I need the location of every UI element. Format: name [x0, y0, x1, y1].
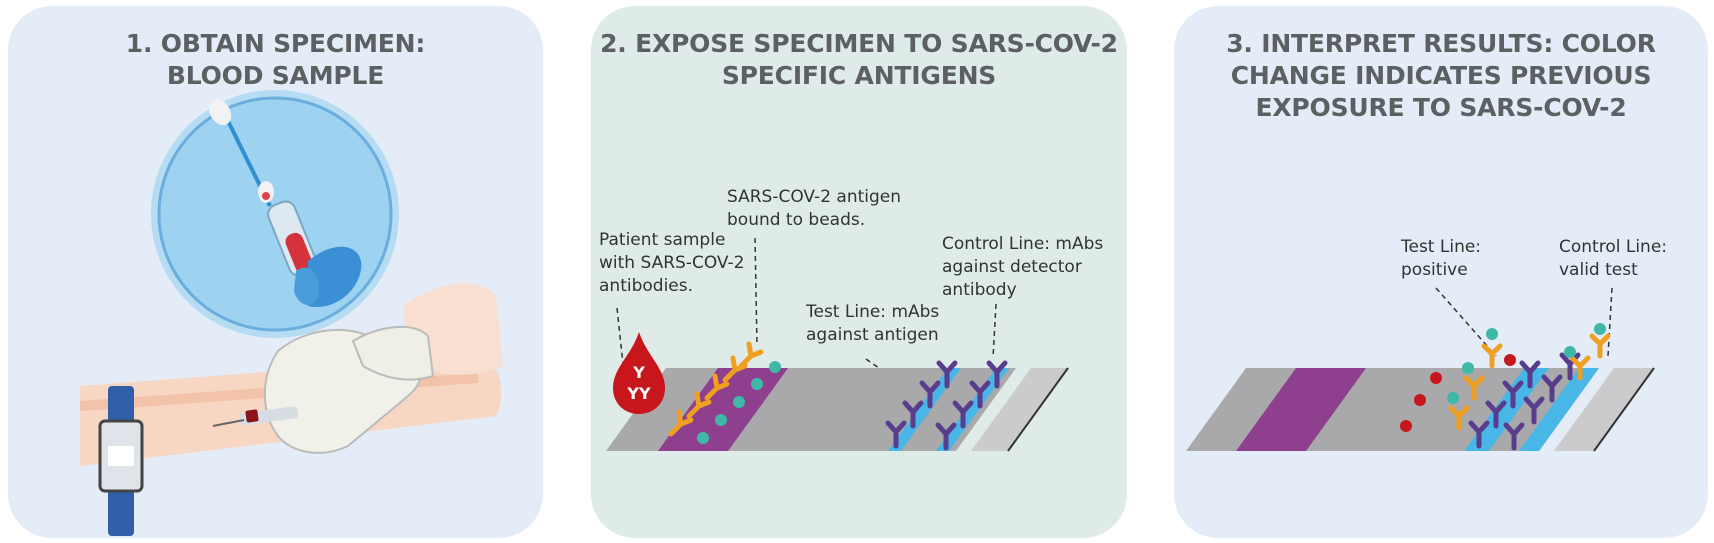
control-line: [936, 368, 1009, 451]
test-line-label: Test Line: mAbs against antigen: [806, 302, 940, 345]
svg-text:Y: Y: [632, 363, 645, 382]
antigen-beads-label: SARS-COV-2 antigen bound to beads.: [727, 187, 902, 230]
antigen-bead-complexes: [668, 341, 764, 437]
beads: [697, 361, 781, 444]
panel-obtain-specimen: 1. OBTAIN SPECIMEN: BLOOD SAMPLE: [8, 6, 543, 538]
control-line-valid-label: Control Line: valid test: [1559, 237, 1668, 280]
beads-and-detector: [1400, 323, 1606, 432]
captured-antibodies: [1468, 352, 1581, 451]
patient-sample-label: Patient sample with SARS-COV-2 antibodie…: [599, 230, 745, 296]
blood-drop-icon: Y YY: [613, 332, 665, 414]
sample-pad: [1236, 368, 1366, 451]
panel-1-title: 1. OBTAIN SPECIMEN: BLOOD SAMPLE: [125, 29, 426, 90]
test-strip-illustration: Y YY: [606, 237, 1069, 452]
panel-interpret-results: 3. INTERPRET RESULTS: COLOR CHANGE INDIC…: [1174, 6, 1708, 538]
test-line: [888, 368, 961, 451]
svg-text:YY: YY: [626, 384, 651, 403]
result-strip-illustration: [1186, 287, 1655, 452]
test-line-positive-label: Test Line: positive: [1401, 237, 1482, 280]
bound-antigens: [1448, 333, 1611, 431]
panel-2-title: 2. EXPOSE SPECIMEN TO SARS-COV-2 SPECIFI…: [600, 29, 1118, 90]
control-line-label: Control Line: mAbs against detector anti…: [942, 234, 1104, 300]
magnified-vial-circle: [151, 90, 399, 338]
panel-expose-specimen: 2. EXPOSE SPECIMEN TO SARS-COV-2 SPECIFI…: [591, 6, 1127, 538]
arm-with-needle: [79, 283, 503, 536]
panel-3-title: 3. INTERPRET RESULTS: COLOR CHANGE INDIC…: [1226, 29, 1656, 122]
blood-draw-illustration: [79, 90, 503, 536]
control-line-valid: [1519, 368, 1599, 451]
test-line-positive: [1464, 368, 1549, 451]
capture-antibodies: [885, 360, 1008, 451]
leader-lines: [1435, 287, 1613, 357]
